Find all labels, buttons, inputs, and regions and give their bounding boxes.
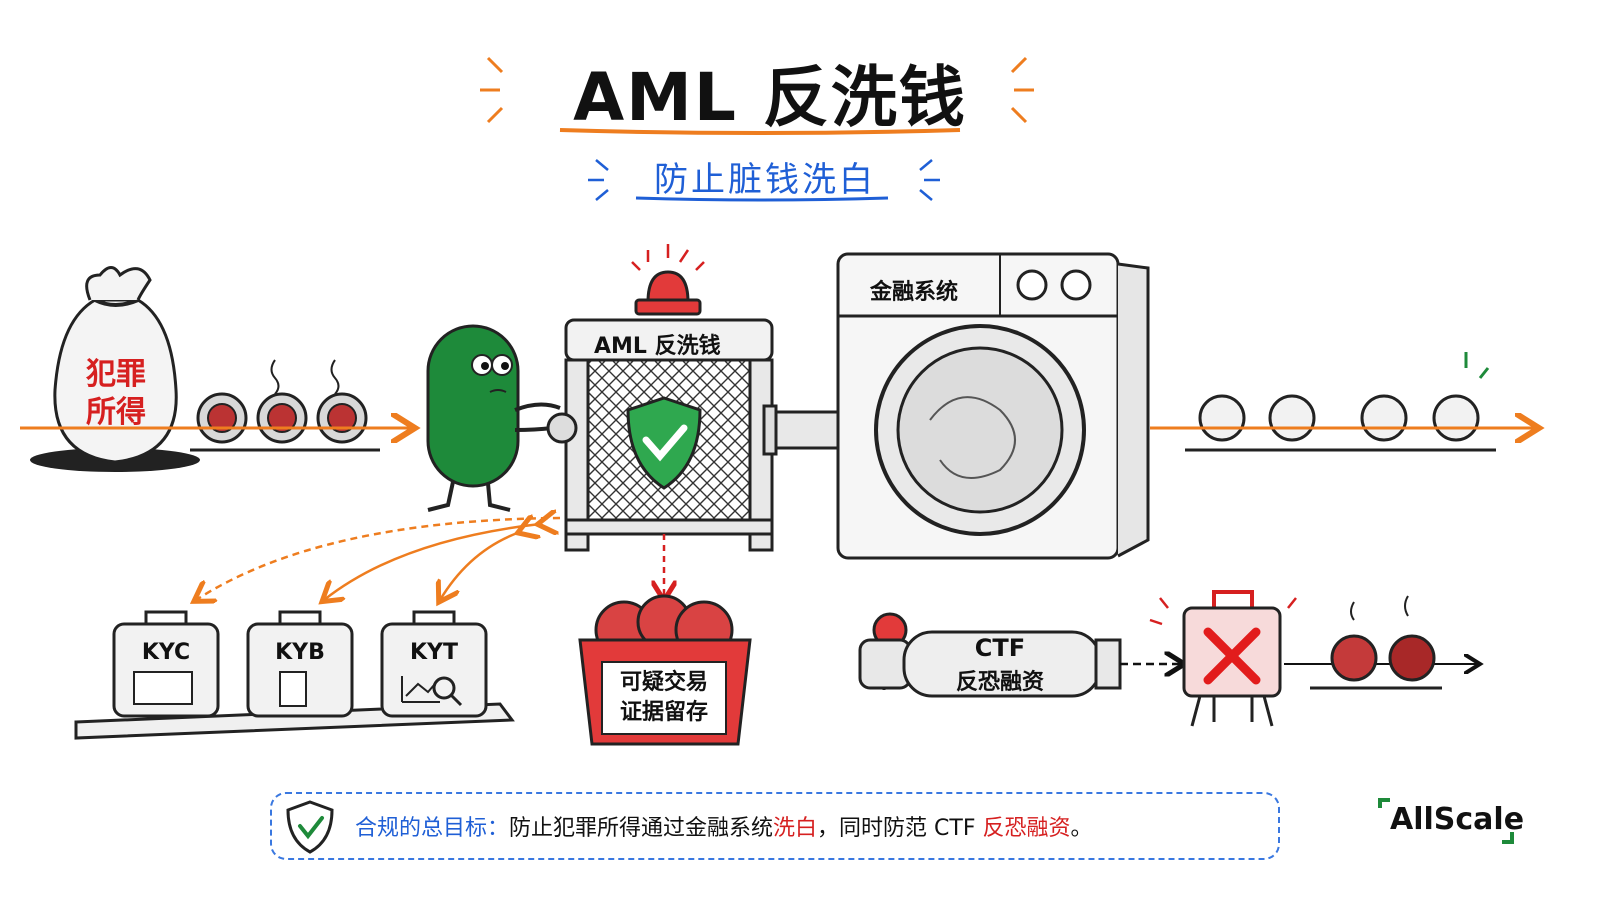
title-decoration xyxy=(480,56,1034,202)
page-subtitle: 防止脏钱洗白 xyxy=(654,160,876,200)
logo-brackets-icon xyxy=(1378,798,1514,844)
banner-highlight-2: 反恐融资 xyxy=(982,816,1071,841)
blocked-gate xyxy=(1149,590,1297,727)
blocked-coins xyxy=(1284,595,1478,690)
green-character xyxy=(426,324,561,512)
bag-label-line1: 犯罪 xyxy=(86,357,146,392)
aml-frame-label: AML 反洗钱 xyxy=(594,334,721,359)
ctf-subtitle: 反恐融资 xyxy=(955,670,1044,695)
banner-shield-icon xyxy=(286,800,334,854)
basket-line1: 可疑交易 xyxy=(619,670,708,695)
basket-line2: 证据留存 xyxy=(619,700,708,725)
banner-lead: 合规的总目标： xyxy=(355,816,510,841)
banner-text-2: ，同时防范 CTF xyxy=(817,816,983,841)
check-arrows xyxy=(196,518,561,600)
allscale-logo: AllScale xyxy=(1390,802,1525,837)
case-label-kyb: KYB xyxy=(275,640,325,665)
case-label-kyt: KYT xyxy=(410,640,458,665)
case-label-kyc: KYC xyxy=(141,640,191,665)
check-cases xyxy=(74,610,515,740)
banner-text-1: 防止犯罪所得通过金融系统 xyxy=(509,816,774,841)
banner-text-3: 。 xyxy=(1070,816,1093,841)
clean-coins-right xyxy=(1185,352,1496,452)
evidence-basket xyxy=(578,594,752,746)
page-title: AML 反洗钱 xyxy=(573,59,967,136)
money-bag xyxy=(30,266,200,472)
basket-label: 可疑交易 证据留存 xyxy=(602,668,726,728)
washing-machine xyxy=(836,252,1150,560)
pipe-to-machine xyxy=(762,404,842,456)
bag-label: 犯罪 所得 xyxy=(78,356,154,432)
banner-highlight-1: 洗白 xyxy=(773,816,818,841)
machine-label: 金融系统 xyxy=(870,280,959,305)
goal-banner-text: 合规的总目标：防止犯罪所得通过金融系统洗白，同时防范 CTF 反恐融资。 xyxy=(355,810,1275,842)
bag-label-line2: 所得 xyxy=(86,395,146,430)
aml-frame xyxy=(546,244,774,552)
goal-banner xyxy=(270,792,1280,860)
ctf-title: CTF xyxy=(974,634,1026,662)
dirty-coins-left xyxy=(190,359,380,452)
